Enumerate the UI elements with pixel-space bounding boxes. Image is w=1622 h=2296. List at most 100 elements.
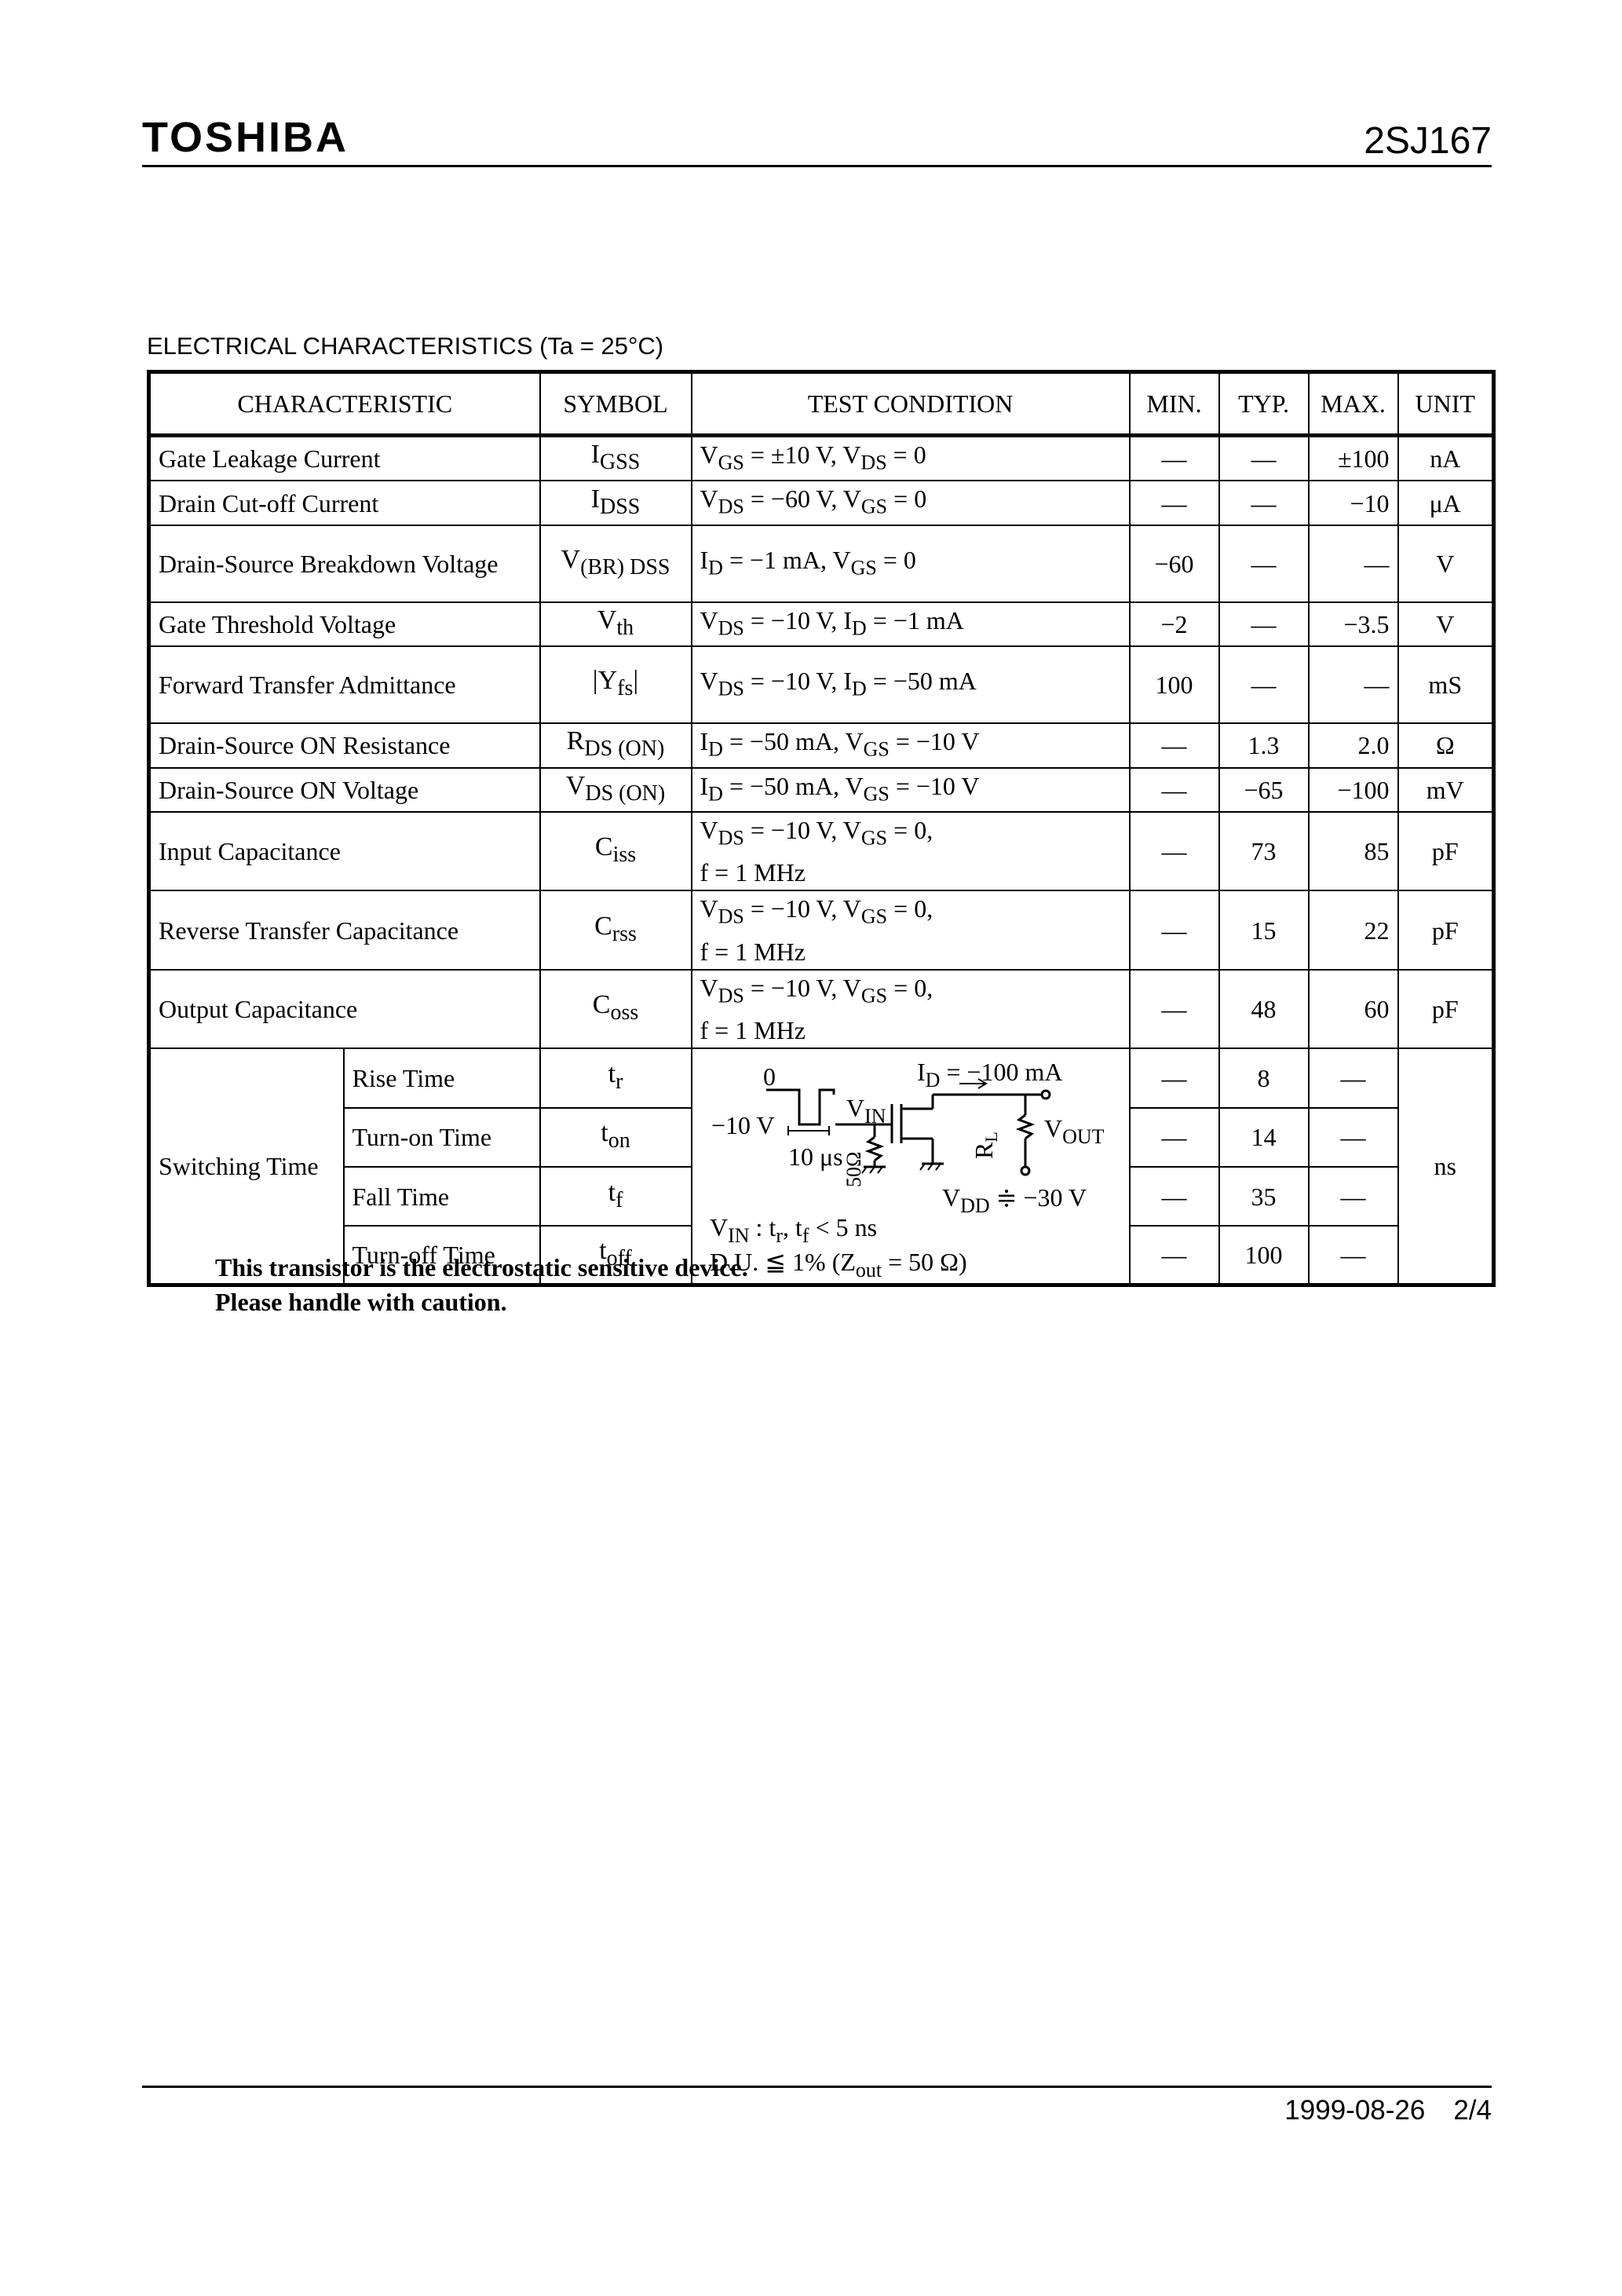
esd-notice: This transistor is the electrostatic sen…	[215, 1250, 748, 1319]
symbol-main: V	[565, 770, 586, 800]
symbol-cell: ton	[539, 1106, 692, 1168]
max-cell: 85	[1307, 810, 1399, 892]
symbol-main: |Y	[592, 666, 618, 696]
typ-cell: —	[1218, 645, 1310, 725]
min-cell: —	[1128, 434, 1220, 482]
column-header: SYMBOL	[539, 371, 692, 437]
brand-logo: TOSHIBA	[142, 114, 349, 161]
typ-cell: 1.3	[1218, 722, 1310, 769]
column-header: TEST CONDITION	[690, 371, 1131, 437]
max-cell: 2.0	[1307, 722, 1399, 769]
characteristic-cell: Gate Threshold Voltage	[148, 601, 541, 648]
characteristic-cell: Output Capacitance	[148, 968, 541, 1050]
symbol-cell: IDSS	[539, 480, 692, 526]
typ-cell: 100	[1218, 1225, 1310, 1286]
min-cell: —	[1128, 968, 1220, 1050]
notice-line: Please handle with caution.	[215, 1288, 507, 1316]
switching-name-cell: Turn-on Time	[342, 1106, 541, 1168]
min-cell: —	[1128, 1165, 1220, 1227]
unit-cell: pF	[1397, 890, 1495, 971]
max-cell: 22	[1307, 890, 1399, 971]
max-cell: —	[1307, 645, 1399, 725]
symbol-main: t	[608, 1058, 616, 1088]
table-row: Gate Leakage Current IGSS VGS = ±10 V, VDS…	[148, 434, 1495, 482]
symbol-subscript: GSS	[599, 450, 641, 475]
symbol-main: t	[601, 1118, 608, 1148]
rl-label: RL	[970, 1132, 1001, 1159]
unit-cell: V	[1397, 524, 1495, 603]
min-cell: —	[1128, 722, 1220, 769]
switching-name-cell: Turn-off Time	[342, 1225, 541, 1286]
typ-cell: —	[1218, 601, 1310, 648]
r50-label: 50Ω	[842, 1152, 865, 1187]
unit-cell: V	[1397, 601, 1495, 648]
column-header: MAX.	[1307, 371, 1399, 437]
pulse-negative-label: −10 V	[711, 1111, 775, 1139]
min-cell: —	[1128, 1106, 1220, 1168]
min-cell: 100	[1128, 645, 1220, 725]
column-header: UNIT	[1397, 371, 1495, 437]
unit-cell: mV	[1397, 766, 1495, 813]
test-condition-cell: VDS = −10 V, VGS = 0,f = 1 MHz	[690, 968, 1131, 1050]
symbol-subscript: DS (ON)	[585, 781, 666, 806]
symbol-main: I	[590, 484, 600, 514]
vin-label: VIN	[846, 1094, 886, 1128]
test-condition-cell: VDS = −10 V, VGS = 0,f = 1 MHz	[690, 810, 1131, 892]
characteristic-cell: Input Capacitance	[148, 810, 541, 892]
characteristic-cell: Drain-Source Breakdown Voltage	[148, 524, 541, 603]
max-cell: −3.5	[1307, 601, 1399, 648]
min-cell: —	[1128, 890, 1220, 971]
symbol-main: C	[592, 990, 611, 1020]
typ-cell: —	[1218, 434, 1310, 482]
test-condition-cell: ID = −1 mA, VGS = 0	[690, 524, 1131, 603]
symbol-subscript: th	[616, 615, 634, 640]
symbol-subscript: on	[608, 1128, 630, 1153]
min-cell: —	[1128, 766, 1220, 813]
symbol-main: C	[594, 832, 613, 862]
test-condition-cell: VGS = ±10 V, VDS = 0	[690, 434, 1131, 482]
min-cell: −60	[1128, 524, 1220, 603]
symbol-cell: RDS (ON)	[539, 722, 692, 769]
unit-cell: Ω	[1397, 722, 1495, 769]
unit-cell: μA	[1397, 480, 1495, 526]
input-condition-note: VIN : tr, tf < 5 ns	[710, 1213, 877, 1247]
unit-cell: pF	[1397, 810, 1495, 892]
symbol-subscript: iss	[612, 843, 637, 868]
table-row: Forward Transfer Admittance|Yfs|VDS = −1…	[148, 645, 1495, 725]
pulse-width-label: 10 μs	[788, 1143, 843, 1171]
characteristic-cell: Drain-Source ON Resistance	[148, 722, 541, 769]
typ-cell: 14	[1218, 1106, 1310, 1168]
switching-test-circuit: 0 −10 V 10 μs VIN ID = −100 mA RL VOUT 5…	[690, 1047, 1131, 1286]
symbol-subscript: DS (ON)	[584, 737, 665, 762]
symbol-subscript: f	[616, 1187, 623, 1212]
symbol-subscript: r	[616, 1069, 623, 1094]
symbol-main: C	[594, 911, 612, 941]
min-cell: —	[1128, 1047, 1220, 1109]
typ-cell: —	[1218, 524, 1310, 603]
test-condition-cell: ID = −50 mA, VGS = −10 V	[690, 722, 1131, 769]
max-cell: −10	[1307, 480, 1399, 526]
symbol-cell: |Yfs|	[539, 645, 692, 725]
symbol-cell: Ciss	[539, 810, 692, 892]
part-number: 2SJ167	[1364, 120, 1492, 162]
table-header-row: CHARACTERISTIC SYMBOL TEST CONDITION MIN…	[148, 371, 1495, 437]
test-condition-cell: ID = −50 mA, VGS = −10 V	[690, 766, 1131, 813]
characteristic-cell: Gate Leakage Current	[148, 434, 541, 482]
duty-cycle-note: D.U. ≦ 1% (Zout = 50 Ω)	[710, 1248, 967, 1281]
unit-cell: mS	[1397, 645, 1495, 725]
symbol-tail: |	[633, 666, 639, 696]
symbol-main: V	[561, 544, 581, 574]
symbol-main: I	[590, 440, 600, 470]
symbol-subscript: rss	[612, 921, 637, 946]
vdd-label: VDD ≑ −30 V	[942, 1183, 1087, 1217]
test-condition-cell: VDS = −10 V, ID = −50 mA	[690, 645, 1131, 725]
symbol-cell: Vth	[539, 601, 692, 648]
min-cell: −2	[1128, 601, 1220, 648]
max-cell: —	[1307, 1225, 1399, 1286]
column-header: CHARACTERISTIC	[148, 371, 541, 437]
